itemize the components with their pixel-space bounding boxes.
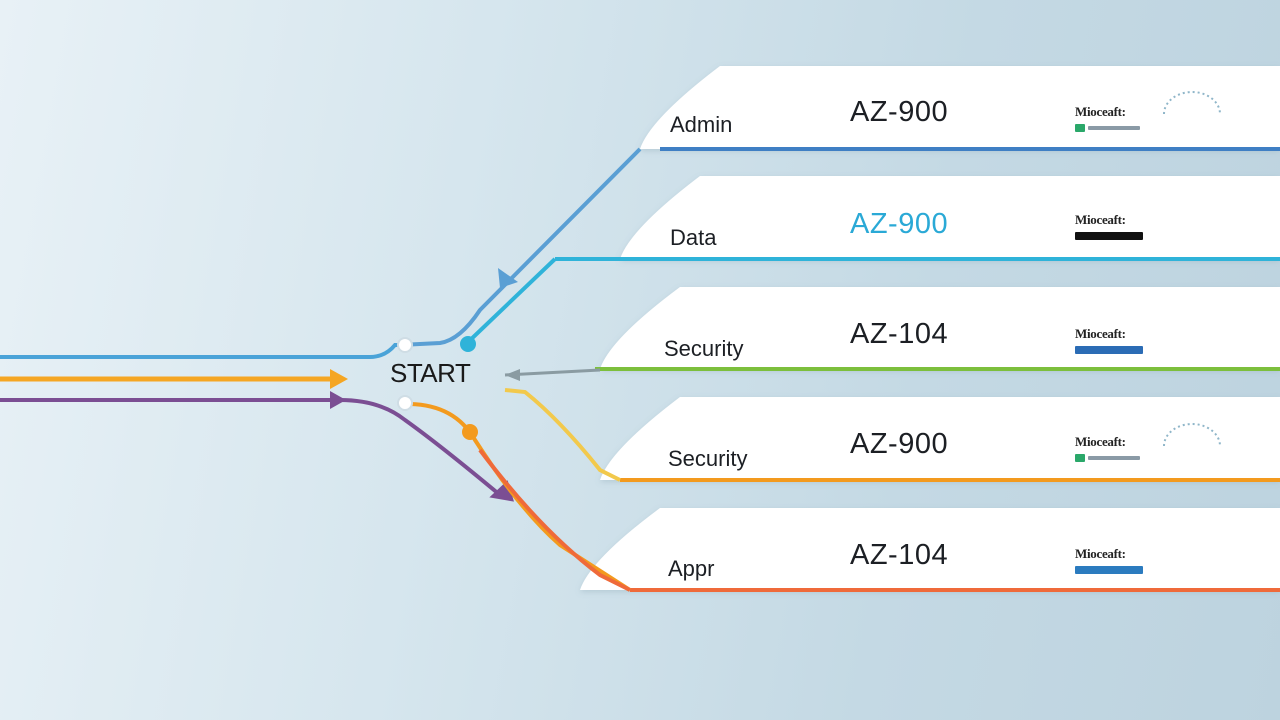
branch-line (504, 388, 621, 482)
start-label: START (390, 358, 471, 388)
branch-line (478, 448, 631, 592)
track-card (640, 66, 1280, 149)
track-code: AZ-104 (850, 539, 949, 571)
track-code: AZ-900 (850, 96, 949, 128)
vendor-badge (1075, 454, 1085, 462)
arrow-icon (330, 369, 348, 389)
vendor-logo: Mioceaft: (1075, 546, 1126, 561)
track-code: AZ-900 (850, 428, 949, 460)
arrow-icon (505, 369, 520, 381)
vendor-logo: Mioceaft: (1075, 104, 1126, 119)
branch-line (399, 147, 642, 347)
track-card (620, 176, 1280, 259)
vendor-badge (1075, 566, 1143, 574)
vendor-badge-text (1088, 126, 1140, 130)
branch-line (463, 257, 557, 347)
track-code: AZ-104 (850, 318, 949, 350)
node-dot (397, 337, 413, 353)
track-label: Security (664, 336, 744, 361)
vendor-badge (1075, 124, 1085, 132)
node-dot (460, 336, 476, 352)
node-dot (397, 395, 413, 411)
node-dot (462, 424, 478, 440)
arrow-icon (498, 268, 518, 288)
vendor-logo: Mioceaft: (1075, 212, 1126, 227)
track-label: Security (668, 446, 748, 471)
track-label: Appr (668, 556, 715, 581)
track-code: AZ-900 (850, 208, 949, 240)
vendor-badge (1075, 346, 1143, 354)
branch-line (409, 402, 632, 592)
track-label: Admin (670, 112, 733, 137)
incoming-line (0, 343, 400, 359)
arrow-icon (330, 391, 346, 409)
vendor-logo: Mioceaft: (1075, 326, 1126, 341)
vendor-badge-text (1088, 456, 1140, 460)
vendor-badge (1075, 232, 1143, 240)
track-label: Data (670, 225, 717, 250)
incoming-line (0, 398, 502, 497)
branch-line (504, 368, 601, 377)
vendor-logo: Mioceaft: (1075, 434, 1126, 449)
